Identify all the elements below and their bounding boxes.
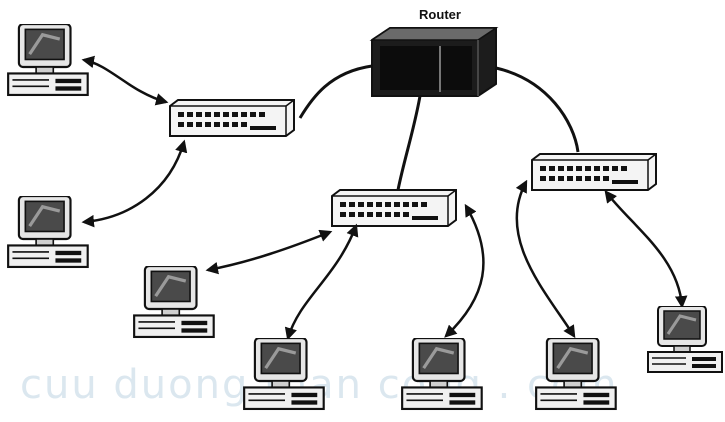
link-pc-4 [284,223,359,341]
workstation-icon [242,338,326,411]
link-router-switch-center [396,95,422,191]
workstation-icon [132,266,216,339]
link-router-switch-right [495,66,580,153]
workstation-icon [400,338,484,411]
link-pc-7 [604,190,688,309]
link-router-switch-left [298,64,373,119]
link-pc-6 [515,179,576,339]
workstation-icon [6,196,90,269]
workstation-icon [6,24,90,97]
switch-right-icon [531,153,657,191]
switch-center-icon [331,189,457,227]
router-label: Router [419,7,461,22]
switch-left-icon [169,99,295,137]
link-pc-3 [205,229,333,275]
link-pc-2 [81,139,188,228]
link-pc-5 [444,203,485,338]
router-icon [369,27,499,97]
workstation-icon [646,306,724,374]
link-pc-1 [81,55,169,106]
workstation-icon [534,338,618,411]
